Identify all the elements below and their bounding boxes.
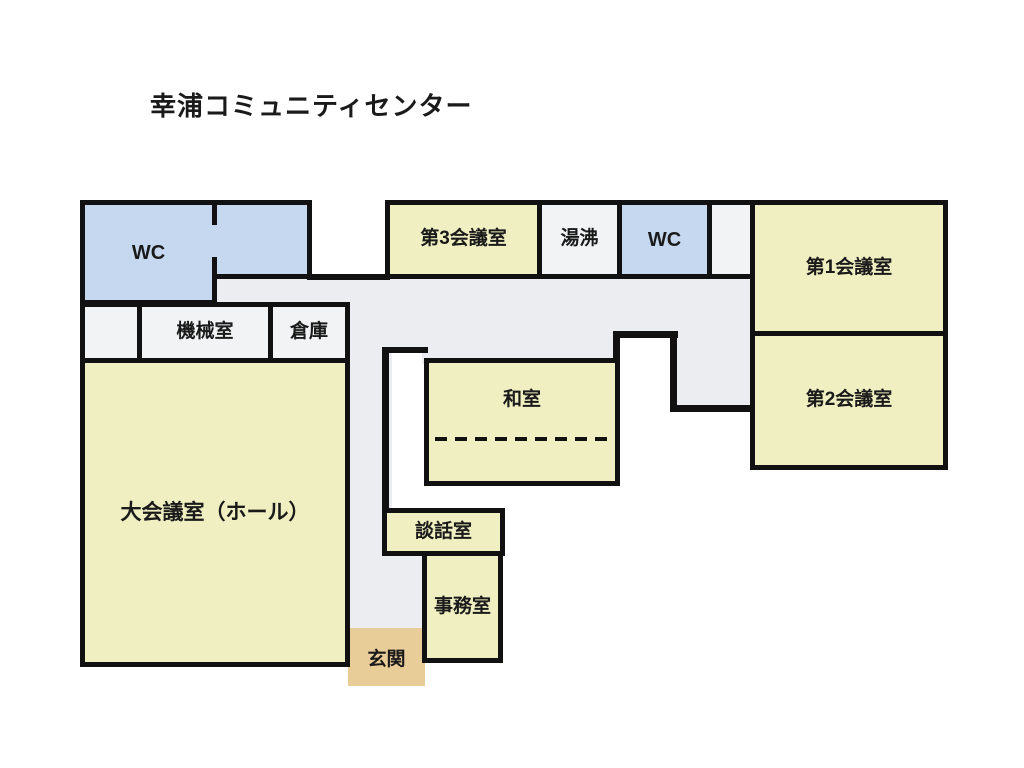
room-left-small-cell: [80, 302, 142, 363]
wc-left-label: WC: [131, 241, 166, 264]
machine-room-label: 機械室: [176, 321, 234, 343]
floorplan-title: 幸浦コミュニティセンター: [150, 91, 473, 121]
room-top-small-cell: [707, 200, 755, 279]
room-wc-upper: WC: [617, 200, 712, 279]
room-storage-room: 倉庫: [268, 302, 350, 363]
wall-segment: [382, 347, 428, 353]
meeting-room-3-label: 第3会議室: [420, 228, 507, 250]
room-meeting-room-3: 第3会議室: [385, 200, 542, 279]
wall-segment: [307, 274, 390, 280]
wall-segment: [670, 331, 677, 412]
room-meeting-room-2: 第2会議室: [750, 331, 948, 470]
door-opening: [211, 225, 219, 257]
room-main-hall: 大会議室（ホール）: [80, 358, 350, 667]
wall-segment: [613, 331, 620, 363]
corridor-segment: [345, 552, 425, 630]
corridor-segment: [675, 274, 753, 410]
storage-room-label: 倉庫: [289, 321, 328, 343]
room-wc-left: WC: [80, 200, 217, 305]
room-japanese-room: 和室: [424, 358, 620, 486]
room-wc-annex: [212, 200, 312, 279]
corridor-segment: [388, 274, 620, 352]
main-hall-label: 大会議室（ホール）: [120, 500, 310, 524]
meeting-room-1-label: 第1会議室: [805, 256, 893, 278]
wc-upper-label: WC: [647, 228, 682, 251]
wall-segment: [382, 347, 389, 513]
room-office: 事務室: [422, 551, 503, 663]
room-machine-room: 機械室: [137, 302, 273, 363]
room-lounge: 談話室: [382, 508, 505, 556]
entrance-label: 玄関: [367, 648, 406, 670]
meeting-room-2-label: 第2会議室: [805, 389, 893, 411]
wall-segment: [613, 331, 678, 338]
room-kettle-room: 湯沸: [537, 200, 622, 279]
japanese-room-label: 和室: [502, 388, 541, 410]
entrance-area: 玄関: [348, 628, 425, 686]
kettle-room-label: 湯沸: [560, 228, 599, 250]
room-meeting-room-1: 第1会議室: [750, 200, 948, 336]
lounge-label: 談話室: [414, 520, 472, 542]
room-partition-dashed-line: [435, 437, 609, 441]
office-label: 事務室: [433, 595, 491, 617]
wall-segment: [670, 405, 753, 412]
